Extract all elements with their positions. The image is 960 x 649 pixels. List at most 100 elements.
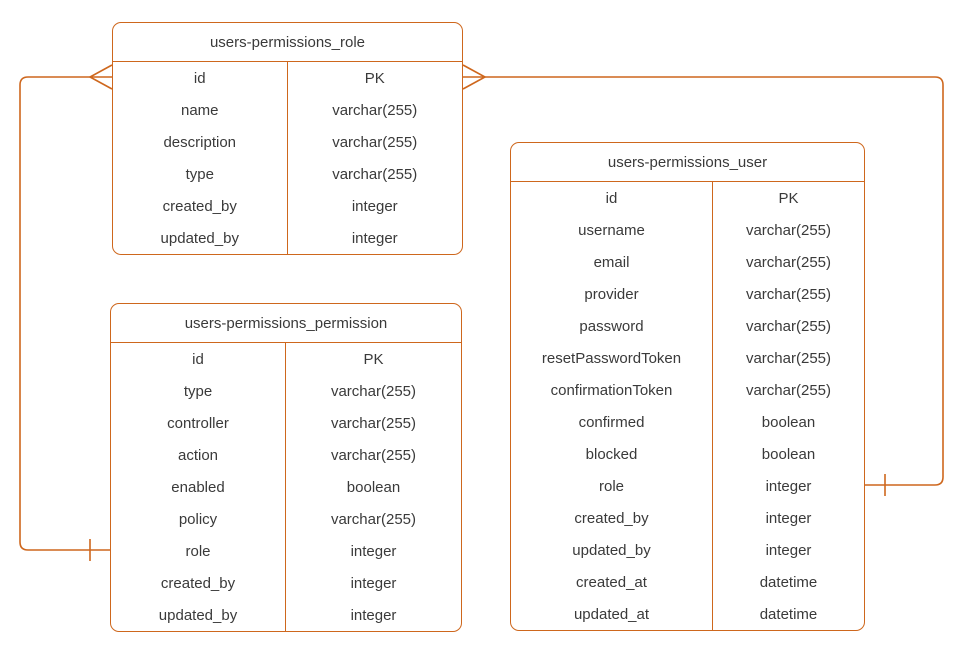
table-row: email varchar(255) <box>511 246 864 278</box>
field-type-cell: PK <box>364 69 385 87</box>
table-row: role integer <box>511 470 864 502</box>
field-type-cell: varchar(255) <box>745 381 832 399</box>
table-row: created_by integer <box>511 502 864 534</box>
field-type-cell: integer <box>765 477 812 495</box>
field-name-cell: description <box>113 126 288 158</box>
table-row: policy varchar(255) <box>111 503 461 535</box>
table-row: controller varchar(255) <box>111 407 461 439</box>
table-row: id PK <box>111 343 461 375</box>
table-title: users-permissions_user <box>511 143 864 182</box>
field-type-cell: varchar(255) <box>330 414 417 432</box>
field-name-cell: id <box>111 343 286 375</box>
field-type-cell: PK <box>778 189 799 207</box>
connector-line <box>463 76 944 486</box>
table-body: id PK name varchar(255) description varc… <box>113 62 462 254</box>
field-type-cell: varchar(255) <box>332 133 418 151</box>
table-title: users-permissions_role <box>113 23 462 62</box>
table-row: type varchar(255) <box>113 158 462 190</box>
table-row: action varchar(255) <box>111 439 461 471</box>
table-row: confirmed boolean <box>511 406 864 438</box>
field-type-cell: varchar(255) <box>332 165 418 183</box>
field-type-cell: varchar(255) <box>745 349 832 367</box>
field-name-cell: controller <box>111 407 286 439</box>
table-row: updated_at datetime <box>511 598 864 630</box>
field-type-cell: PK <box>363 350 384 368</box>
field-name-cell: updated_by <box>511 534 713 566</box>
field-type-cell: varchar(255) <box>332 101 418 119</box>
relationship-role-permission <box>19 64 113 561</box>
field-type-cell: integer <box>765 541 812 559</box>
table-row: name varchar(255) <box>113 94 462 126</box>
field-type-cell: varchar(255) <box>330 382 417 400</box>
field-name-cell: created_by <box>111 567 286 599</box>
table-body: id PK username varchar(255) email varcha… <box>511 182 864 630</box>
crow-foot-many-icon <box>88 64 113 90</box>
field-name-cell: updated_by <box>113 222 288 254</box>
table-title: users-permissions_permission <box>111 304 461 343</box>
table-row: description varchar(255) <box>113 126 462 158</box>
field-type-cell: boolean <box>346 478 401 496</box>
field-name-cell: password <box>511 310 713 342</box>
table-row: confirmationToken varchar(255) <box>511 374 864 406</box>
field-name-cell: updated_by <box>111 599 286 631</box>
field-name-cell: type <box>111 375 286 407</box>
field-name-cell: id <box>113 62 288 94</box>
field-type-cell: varchar(255) <box>745 317 832 335</box>
field-name-cell: name <box>113 94 288 126</box>
field-type-cell: integer <box>350 542 397 560</box>
field-type-cell: integer <box>765 509 812 527</box>
field-name-cell: created_by <box>113 190 288 222</box>
field-type-cell: datetime <box>759 605 818 623</box>
table-row: created_at datetime <box>511 566 864 598</box>
field-type-cell: integer <box>351 197 398 215</box>
table-row: updated_by integer <box>511 534 864 566</box>
field-name-cell: id <box>511 182 713 214</box>
table-row: enabled boolean <box>111 471 461 503</box>
field-type-cell: varchar(255) <box>745 285 832 303</box>
table-row: id PK <box>113 62 462 94</box>
table-row: created_by integer <box>111 567 461 599</box>
field-type-cell: varchar(255) <box>745 221 832 239</box>
field-name-cell: role <box>111 535 286 567</box>
field-type-cell: varchar(255) <box>330 446 417 464</box>
table-row: updated_by integer <box>111 599 461 631</box>
relationship-role-user <box>462 64 944 496</box>
field-type-cell: boolean <box>761 413 816 431</box>
table-row: username varchar(255) <box>511 214 864 246</box>
entity-table-permission: users-permissions_permission id PK type … <box>110 303 462 632</box>
field-name-cell: created_by <box>511 502 713 534</box>
field-name-cell: email <box>511 246 713 278</box>
table-row: blocked boolean <box>511 438 864 470</box>
field-type-cell: integer <box>350 574 397 592</box>
crow-foot-many-icon <box>462 64 487 90</box>
table-row: updated_by integer <box>113 222 462 254</box>
field-name-cell: enabled <box>111 471 286 503</box>
field-name-cell: created_at <box>511 566 713 598</box>
table-row: password varchar(255) <box>511 310 864 342</box>
field-name-cell: username <box>511 214 713 246</box>
field-name-cell: resetPasswordToken <box>511 342 713 374</box>
field-type-cell: datetime <box>759 573 818 591</box>
field-name-cell: confirmationToken <box>511 374 713 406</box>
field-type-cell: boolean <box>761 445 816 463</box>
table-row: id PK <box>511 182 864 214</box>
field-name-cell: policy <box>111 503 286 535</box>
table-row: provider varchar(255) <box>511 278 864 310</box>
table-row: created_by integer <box>113 190 462 222</box>
field-name-cell: action <box>111 439 286 471</box>
field-type-cell: varchar(255) <box>745 253 832 271</box>
connector-line <box>19 76 112 551</box>
field-type-cell: integer <box>351 229 398 247</box>
field-name-cell: type <box>113 158 288 190</box>
field-name-cell: blocked <box>511 438 713 470</box>
entity-table-role: users-permissions_role id PK name varcha… <box>112 22 463 255</box>
table-row: resetPasswordToken varchar(255) <box>511 342 864 374</box>
field-type-cell: integer <box>350 606 397 624</box>
table-body: id PK type varchar(255) controller varch… <box>111 343 461 631</box>
field-name-cell: role <box>511 470 713 502</box>
table-row: type varchar(255) <box>111 375 461 407</box>
table-row: role integer <box>111 535 461 567</box>
field-name-cell: provider <box>511 278 713 310</box>
